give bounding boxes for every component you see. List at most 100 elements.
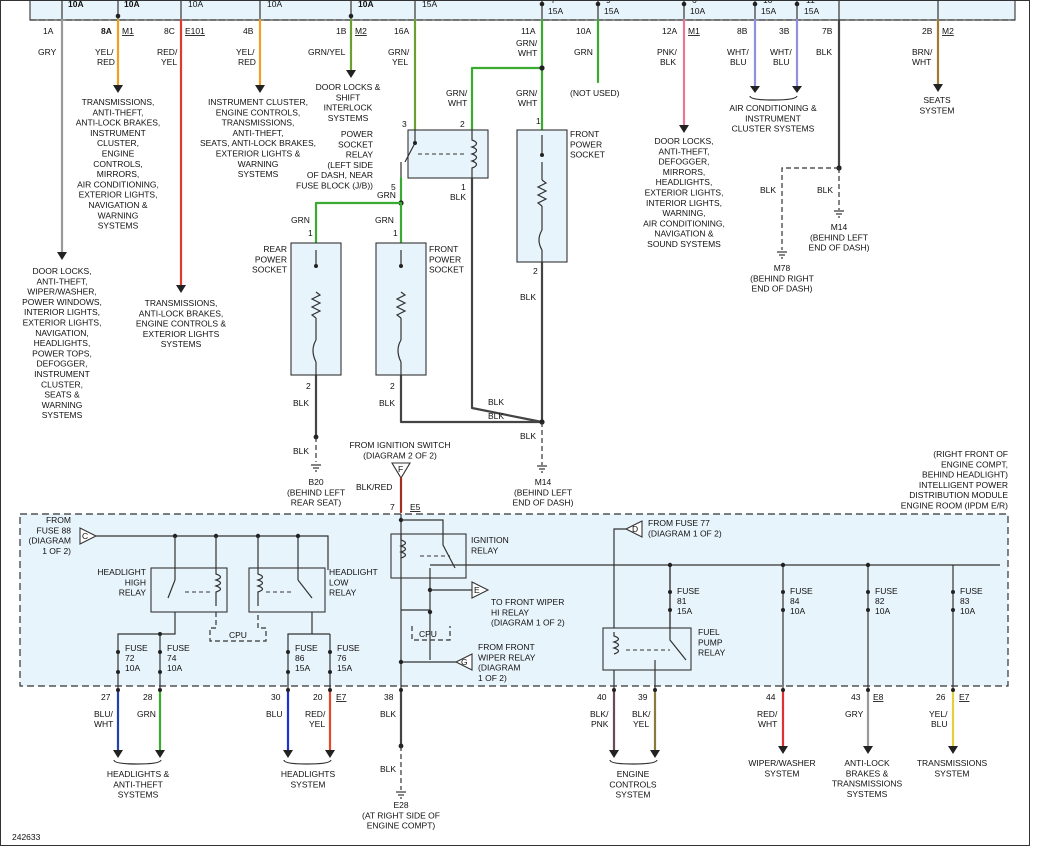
label-line: ANTI-THEFT, [93,107,144,117]
fuse-amp: 10A [188,0,203,9]
wire-label: BLK/ [590,709,609,719]
pin-label: 40 [597,692,607,702]
label-line: BEHIND HEADLIGHT) [922,470,1008,480]
label-line: CONTROLS [609,779,657,789]
wire-label: BLK [488,411,504,421]
wire-label: BLK [520,431,536,441]
label-line: ENGINE CONTROLS, [216,107,301,117]
label-line: CONTROLS, [93,159,143,169]
ground-icon [396,791,406,799]
label-line: INSTRUMENT [34,369,90,379]
pin-label: 1 [308,228,313,238]
arrow-icon [346,70,356,78]
wire-label: RED [238,57,256,67]
label-line: PUMP [698,637,723,647]
middle-labels: GRN/ WHT GRN/ WHT 1 GRN GRN GRN 1 1 BLK … [287,88,574,514]
fuse-amp: 15A [337,663,352,673]
fuse-amp: 10A [124,0,140,9]
arrow-icon [176,285,186,293]
label-line: EXTERIOR LIGHTS [143,329,220,339]
label-line: INSTRUMENT [745,113,801,123]
label-line: POWER [429,254,461,264]
wire-label: YEL [633,719,649,729]
fuse-amp: 10A [875,606,890,616]
pin-label: 10A [576,26,591,36]
pin-label: 44 [766,692,776,702]
label-line: REAR [263,244,287,254]
label-line: ENGINE CONTROLS & [136,319,227,329]
wire-label: GRN [377,190,396,200]
label-line: SYSTEMS [98,221,139,231]
wire-label: RED [97,57,115,67]
connector-f-icon [391,462,411,480]
fuse-amp: 10A [68,0,84,9]
pin-label: 12A [662,26,677,36]
label-line: HI RELAY [491,607,529,617]
label-line: RELAY [329,588,357,598]
label-line: (DIAGRAM [29,536,72,546]
wire-label: BLU/ [94,709,114,719]
wire-label: BLK/RED [356,482,392,492]
label-line: RELAY [346,150,374,160]
label-line: POWER [255,254,287,264]
label-line: HEADLIGHTS [281,769,336,779]
destination-d1: DOOR LOCKS,ANTI-THEFT,WIPER/WASHER,POWER… [22,266,102,420]
pin-label: 16A [394,26,409,36]
arrow-icon [863,746,873,754]
pin-label: 43 [851,692,861,702]
ground-icon [537,465,547,473]
label-line: M14 [535,477,552,487]
wire-label: RED/ [157,47,178,57]
label-line: SYSTEMS [328,113,369,123]
label-line: ANTI-LOCK BRAKES, [76,118,161,128]
wire-label: BLK/ [632,709,651,719]
label-line: SYSTEM [765,768,800,778]
label-line: WARNING, [662,208,705,218]
pin-label: 38 [384,692,394,702]
label-line: EXTERIOR LIGHTS, [79,190,158,200]
fuse-name: FUSE [295,643,318,653]
destinations-top: DOOR LOCKS,ANTI-THEFT,WIPER/WASHER,POWER… [22,82,954,420]
label-line: POWER TOPS, [32,348,92,358]
label-line: SEATS, ANTI-LOCK BRAKES, [200,138,316,148]
label-line: AIR CONDITIONING, [77,179,159,189]
wire-label: YEL [161,57,177,67]
fuse-num: 10 [763,0,773,5]
arrow-icon [679,125,689,133]
wire-label: YEL/ [95,47,114,57]
wire-label: YEL/ [236,47,255,57]
label-line: ANTI-LOCK BRAKES, [139,308,224,318]
label-line: HEADLIGHT [329,567,378,577]
label-line: WARNING [238,159,279,169]
label-line: FRONT [429,244,458,254]
arrow-icon [113,750,123,758]
label-line: TRANSMISSIONS [832,779,903,789]
fuse-name: FUSE [960,586,983,596]
label-line: SYSTEMS [42,410,83,420]
label-line: ENGINE [617,769,650,779]
label-line: MIRRORS, [97,169,140,179]
arrow-icon [325,750,335,758]
pin-label: 28 [143,692,153,702]
fuse-num: 86 [295,653,305,663]
label-line: BRAKES & [846,768,889,778]
bracket [283,759,332,765]
label-line: DOOR LOCKS, [32,266,91,276]
label-line: DOOR LOCKS & [316,82,381,92]
label-line: WARNING [42,400,83,410]
ground-icon [777,251,787,259]
label-line: END OF DASH) [513,498,574,508]
arrow-icon [57,252,67,260]
label-line: (DIAGRAM 1 OF 2) [648,528,722,538]
label-line: FROM IGNITION SWITCH [349,440,450,450]
